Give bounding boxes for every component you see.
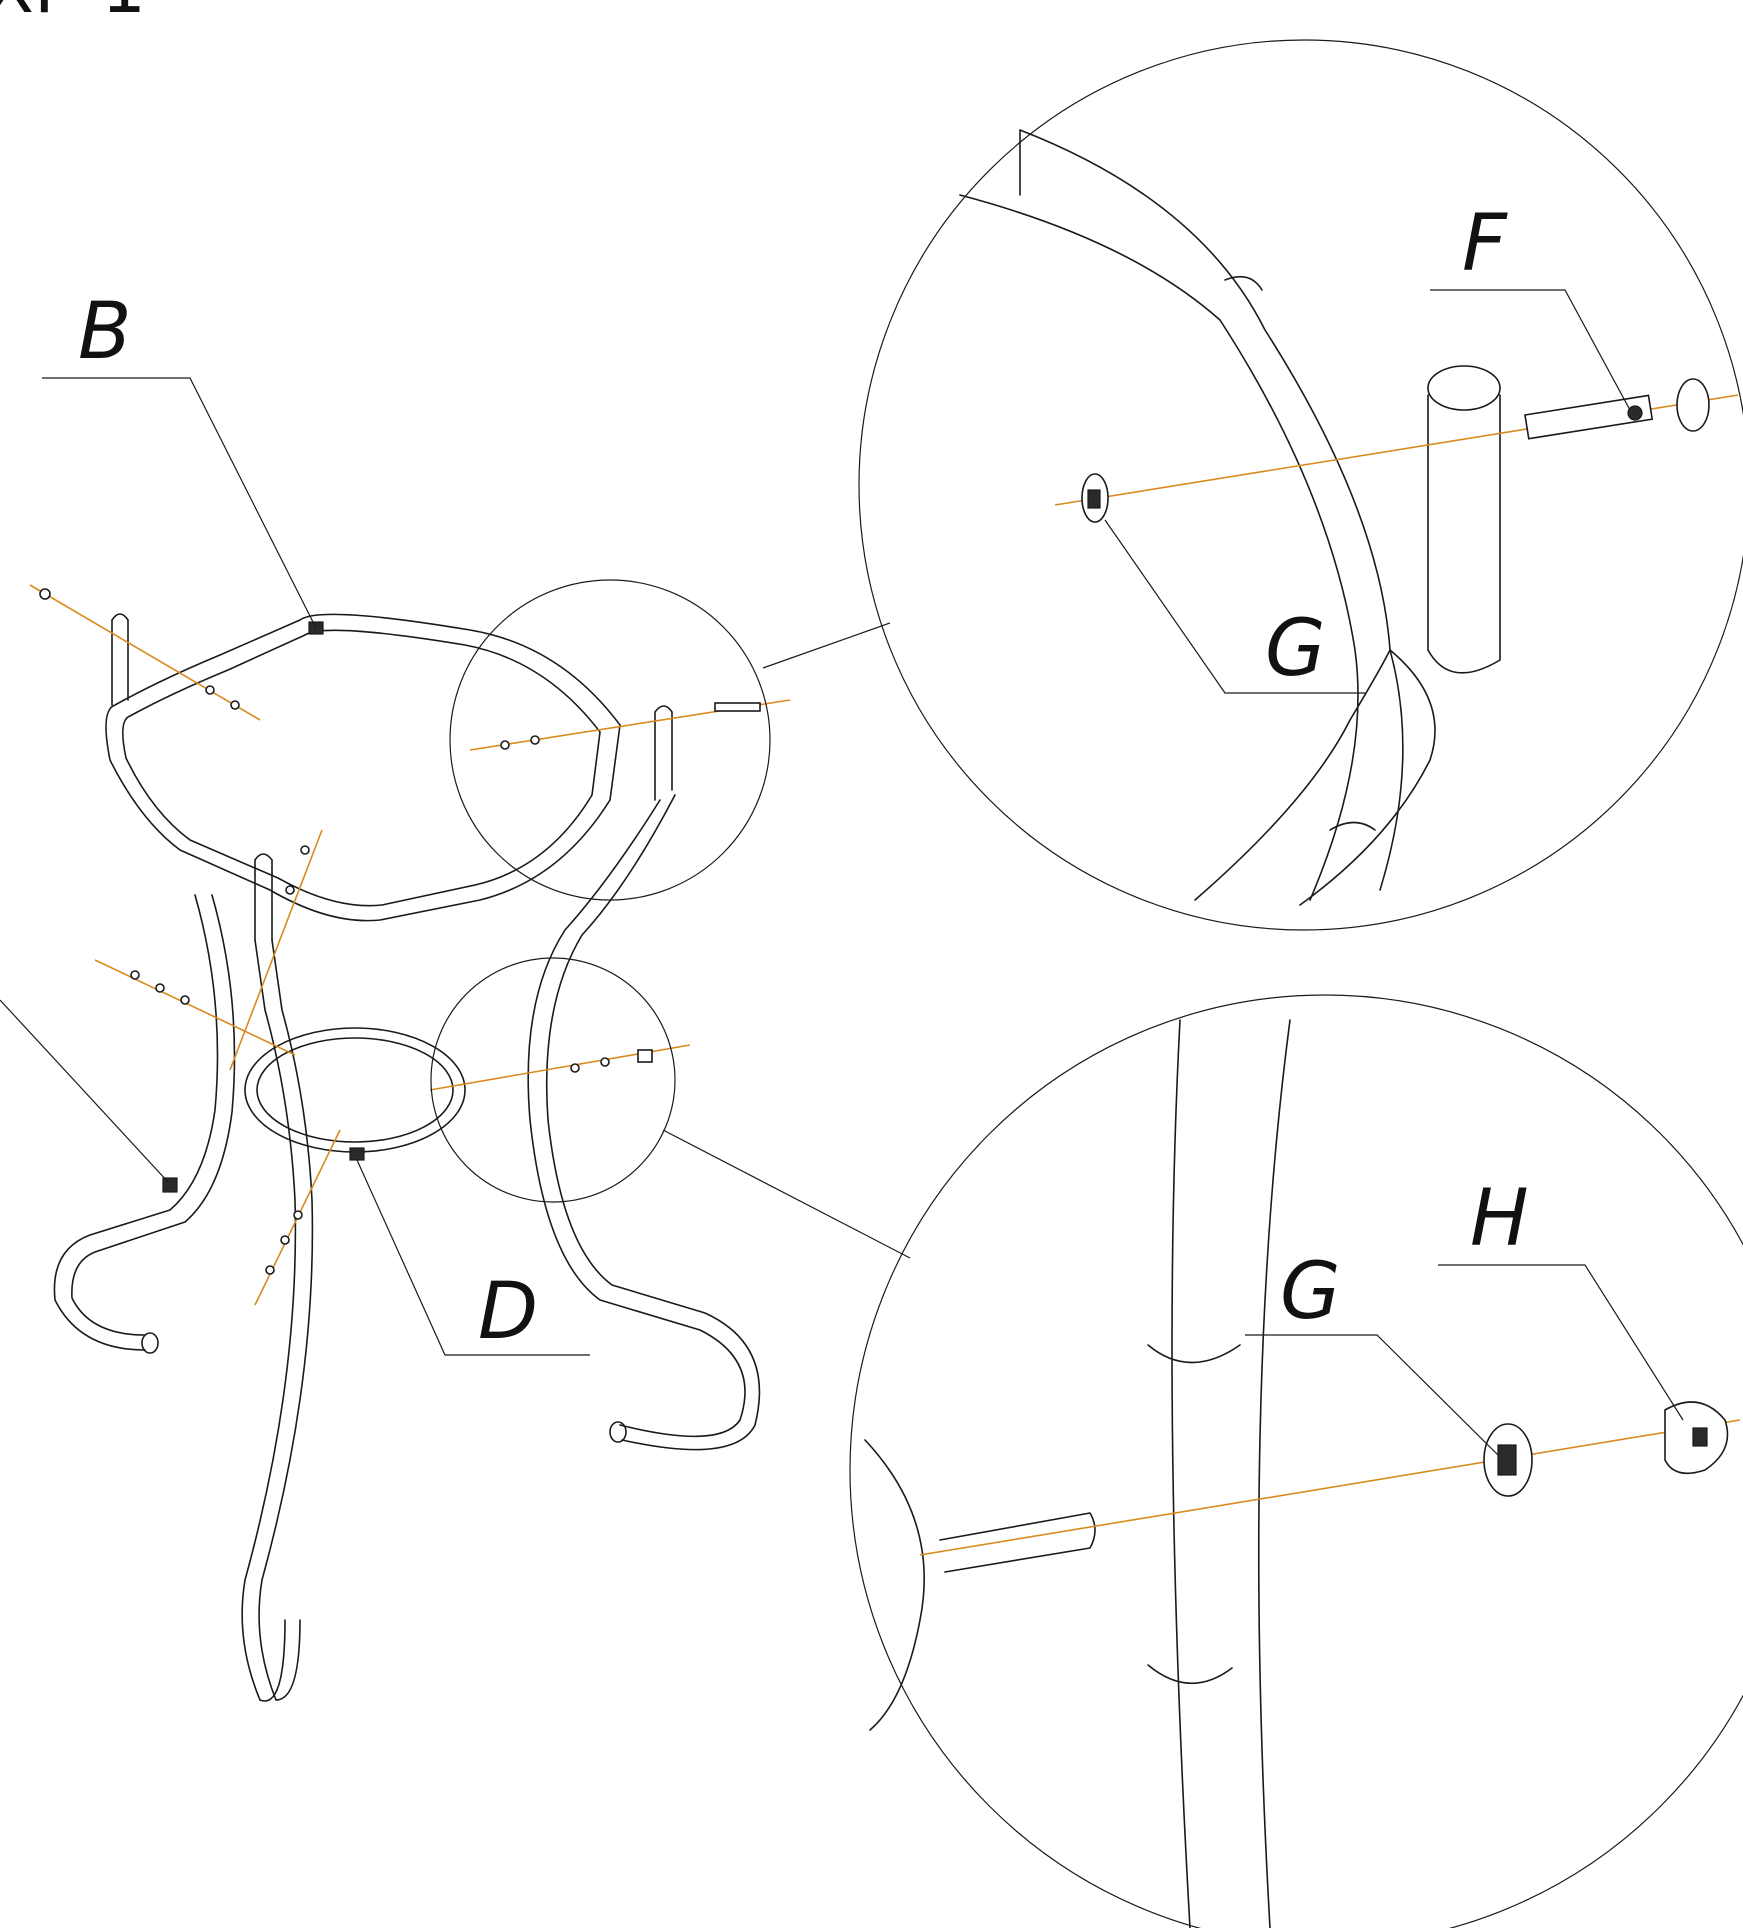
label-g-upper: G <box>1265 604 1325 694</box>
leader-g-lower <box>1245 1334 1499 1456</box>
seat-ring-outer <box>105 613 621 922</box>
leader-h <box>1438 1264 1684 1421</box>
fasteners-main <box>39 588 761 1275</box>
rear-right-post <box>654 705 673 801</box>
cap-nut-h-hole <box>1692 1427 1708 1447</box>
lower-tube-right <box>1257 1019 1291 1928</box>
lower-detail: G H <box>849 994 1743 1928</box>
label-d: D <box>478 1267 538 1357</box>
leader-upper-detail <box>762 622 891 669</box>
upper-tube-edge-1 <box>1019 129 1404 891</box>
label-g-lower: G <box>1280 1247 1340 1337</box>
lower-tube-seam-2 <box>1147 1664 1233 1685</box>
label-b: B <box>78 287 132 377</box>
bolt-d-marker <box>349 1147 365 1161</box>
left-leg <box>53 894 219 1351</box>
detail-circle-lower <box>430 957 676 1203</box>
left-leg-cap <box>141 1332 159 1354</box>
lower-tube-left <box>1171 1019 1191 1928</box>
pin-f <box>1524 394 1654 440</box>
callout-d: D <box>356 1159 590 1357</box>
upper-post <box>1427 394 1501 674</box>
upper-lower-curve <box>1299 649 1436 906</box>
callout-left-edge <box>0 999 169 1183</box>
lower-detail-circle <box>849 994 1743 1928</box>
callout-b: B <box>42 287 317 629</box>
foot-ring-inner <box>256 1037 454 1143</box>
left-leg-inner <box>71 894 236 1336</box>
right-leg-cap <box>609 1421 627 1443</box>
pin-f-washer <box>1627 405 1643 421</box>
front-leg-hook <box>259 1619 301 1702</box>
axis-mid-vertical <box>229 829 323 1071</box>
axis-rear-left <box>29 584 261 721</box>
chair-frame <box>29 579 911 1702</box>
detail-circle-upper <box>449 579 771 901</box>
label-h: H <box>1470 1174 1529 1264</box>
lower-detail-axis <box>919 1419 1741 1556</box>
leader-lower-detail <box>662 1129 911 1259</box>
right-leg-inner <box>545 794 761 1451</box>
front-leg <box>241 939 297 1701</box>
corner-text-fragment: ХР-1 <box>0 0 146 29</box>
upper-detail-circle <box>858 39 1743 931</box>
rear-left-post <box>111 613 129 706</box>
upper-lower-curve-2 <box>1194 649 1391 901</box>
upper-detail: F G <box>858 39 1743 931</box>
lower-left-curve <box>864 1439 925 1731</box>
leader-f <box>1430 289 1631 411</box>
seat-ring-inner <box>122 629 601 907</box>
upper-tube-seam-2 <box>1224 275 1263 291</box>
lower-tube-seam-1 <box>1147 1344 1241 1364</box>
label-f: F <box>1462 199 1508 289</box>
upper-post-top <box>1427 365 1501 411</box>
front-leg-inner <box>258 939 314 1701</box>
nut-g-lower-hole <box>1497 1444 1517 1476</box>
right-leg <box>527 799 746 1438</box>
upper-lower-seam <box>1329 821 1376 831</box>
upper-tube-edge-2 <box>959 194 1359 901</box>
leader-g-upper <box>1104 519 1365 694</box>
nut-marker-left <box>162 1177 178 1193</box>
axis-mid-left <box>94 959 296 1056</box>
nut-g-upper-hole <box>1087 489 1101 509</box>
lower-stub-pin <box>939 1512 1096 1573</box>
front-post <box>254 853 273 941</box>
pin-f-head <box>1676 378 1710 432</box>
